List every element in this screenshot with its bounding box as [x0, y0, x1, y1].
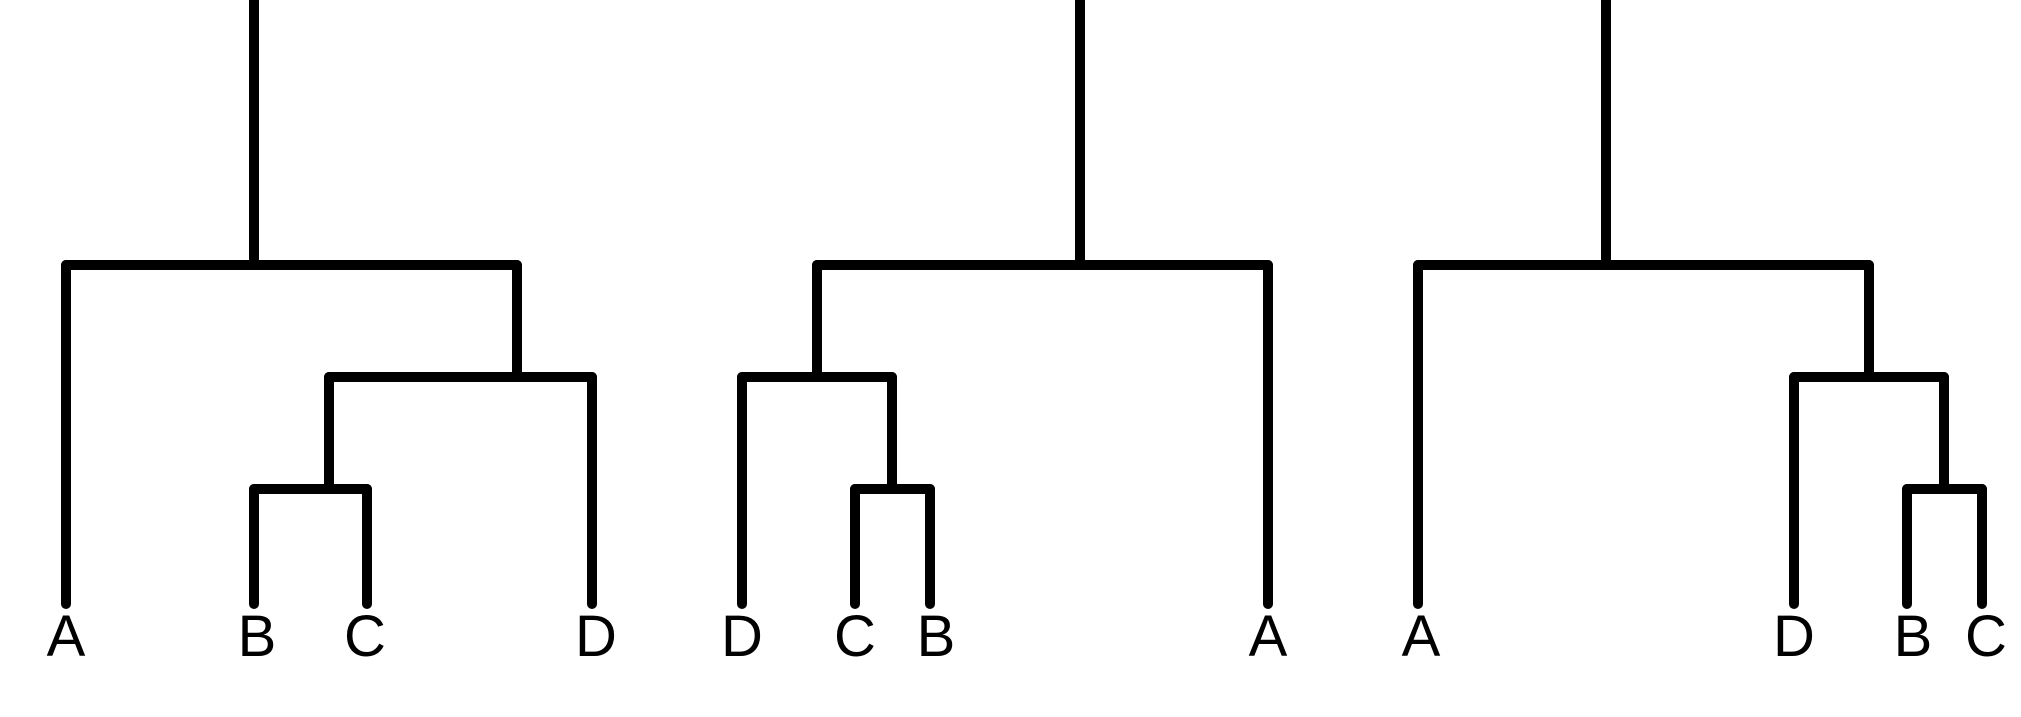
tree-3-leaf-label: D — [1773, 604, 1815, 669]
tree-2-branches — [737, 0, 1273, 609]
tree-1-labels: A B C D — [47, 604, 617, 669]
tree-2-leaf-label: B — [917, 604, 956, 669]
tree-3-labels: A D B C — [1402, 604, 2007, 669]
tree-2-leaf-label: D — [721, 604, 763, 669]
tree-1-leaf-label: D — [575, 604, 617, 669]
tree-2: D C B A — [721, 0, 1288, 669]
tree-1-branches — [61, 0, 597, 609]
tree-1-leaf-label: B — [238, 604, 277, 669]
tree-1-leaf-label: A — [47, 604, 86, 669]
tree-3-leaf-label: B — [1894, 604, 1933, 669]
tree-1-leaf-label: C — [344, 604, 386, 669]
tree-2-leaf-label: C — [834, 604, 876, 669]
tree-3-leaf-label: A — [1402, 604, 1441, 669]
tree-3: A D B C — [1402, 0, 2007, 669]
tree-3-branches — [1413, 0, 1987, 609]
tree-2-labels: D C B A — [721, 604, 1288, 669]
tree-2-leaf-label: A — [1249, 604, 1288, 669]
tree-1: A B C D — [47, 0, 617, 669]
tree-3-leaf-label: C — [1965, 604, 2007, 669]
